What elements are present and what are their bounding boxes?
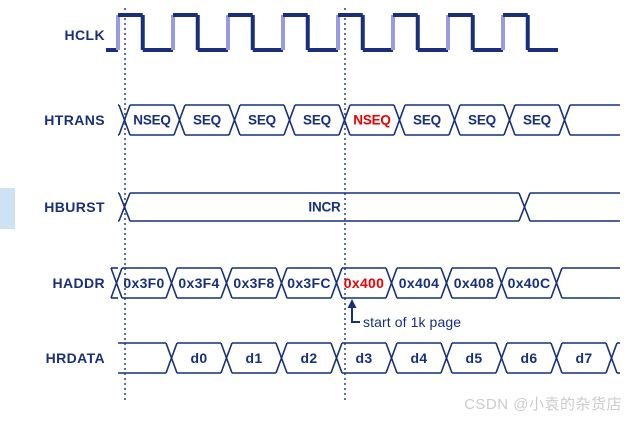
hrdata-cell-value: d2 bbox=[300, 350, 318, 366]
hrdata-cross-b bbox=[220, 342, 233, 374]
htrans-cross-b bbox=[173, 104, 186, 136]
haddr-cell-value: 0x408 bbox=[453, 275, 495, 291]
hburst-cross-b bbox=[518, 192, 531, 222]
hrdata-cell-value: d5 bbox=[465, 350, 483, 366]
hburst-row-marker-chip bbox=[0, 188, 15, 229]
htrans-cell-value: SEQ bbox=[248, 112, 276, 128]
haddr-open-cross-b bbox=[110, 267, 123, 299]
htrans-cell-value: SEQ bbox=[193, 112, 221, 128]
annotation-leader-line bbox=[351, 306, 360, 323]
haddr-cross-b bbox=[165, 267, 178, 299]
hrdata-cell-value: d0 bbox=[190, 350, 208, 366]
haddr-cell-value: 0x3F4 bbox=[178, 275, 220, 291]
haddr-cell-value: 0x400 bbox=[343, 275, 385, 291]
htrans-cell-value: SEQ bbox=[468, 112, 496, 128]
annotation-start-of-1k-page: start of 1k page bbox=[363, 314, 462, 330]
hrdata-cross-b bbox=[495, 342, 508, 374]
hrdata-cell-value: d3 bbox=[355, 350, 373, 366]
haddr-cross-b bbox=[220, 267, 233, 299]
htrans-cross-b bbox=[558, 104, 571, 136]
signal-label-hburst: HBURST bbox=[44, 199, 105, 215]
haddr-cross-b bbox=[440, 267, 453, 299]
hrdata-cross-b bbox=[385, 342, 398, 374]
hrdata-cell-value: d6 bbox=[520, 350, 538, 366]
htrans-cross-b bbox=[228, 104, 241, 136]
csdn-watermark: CSDN @小袁的杂货店 bbox=[464, 396, 622, 413]
haddr-cell-value: 0x3F8 bbox=[233, 275, 275, 291]
signal-label-hclk: HCLK bbox=[64, 27, 105, 43]
htrans-cell-value: SEQ bbox=[523, 112, 551, 128]
haddr-cross-b bbox=[550, 267, 563, 299]
htrans-cross-b bbox=[448, 104, 461, 136]
hrdata-open-cross-b bbox=[165, 342, 178, 374]
haddr-cell-value: 0x40C bbox=[507, 275, 551, 291]
htrans-cell-value: NSEQ bbox=[353, 112, 391, 128]
hrdata-cross-b bbox=[275, 342, 288, 374]
hburst-cell-value: INCR bbox=[308, 199, 341, 215]
signal-label-haddr: HADDR bbox=[52, 275, 105, 291]
hburst-open-cross-b bbox=[118, 192, 131, 222]
htrans-cross-b bbox=[393, 104, 406, 136]
hrdata-cell-value: d7 bbox=[575, 350, 593, 366]
annotation-arrow-head bbox=[347, 299, 357, 308]
haddr-cell-value: 0x3FC bbox=[287, 275, 331, 291]
haddr-cell-value: 0x3F0 bbox=[123, 275, 165, 291]
htrans-cross-b bbox=[503, 104, 516, 136]
hrdata-cell-value: d4 bbox=[410, 350, 428, 366]
haddr-cell-value: 0x404 bbox=[398, 275, 440, 291]
hrdata-cross-b bbox=[440, 342, 453, 374]
htrans-cell-value: SEQ bbox=[413, 112, 441, 128]
haddr-cross-b bbox=[495, 267, 508, 299]
htrans-cross-b bbox=[283, 104, 296, 136]
hrdata-cross-b bbox=[605, 342, 618, 374]
haddr-cross-b bbox=[330, 267, 343, 299]
htrans-cell-value: SEQ bbox=[303, 112, 331, 128]
hrdata-cross-b bbox=[330, 342, 343, 374]
haddr-cross-b bbox=[385, 267, 398, 299]
htrans-cell-value: NSEQ bbox=[133, 112, 171, 128]
signal-label-hrdata: HRDATA bbox=[45, 350, 105, 366]
hrdata-cell-value: d1 bbox=[245, 350, 263, 366]
haddr-cross-b bbox=[275, 267, 288, 299]
signal-label-htrans: HTRANS bbox=[44, 112, 105, 128]
hrdata-cross-b bbox=[550, 342, 563, 374]
